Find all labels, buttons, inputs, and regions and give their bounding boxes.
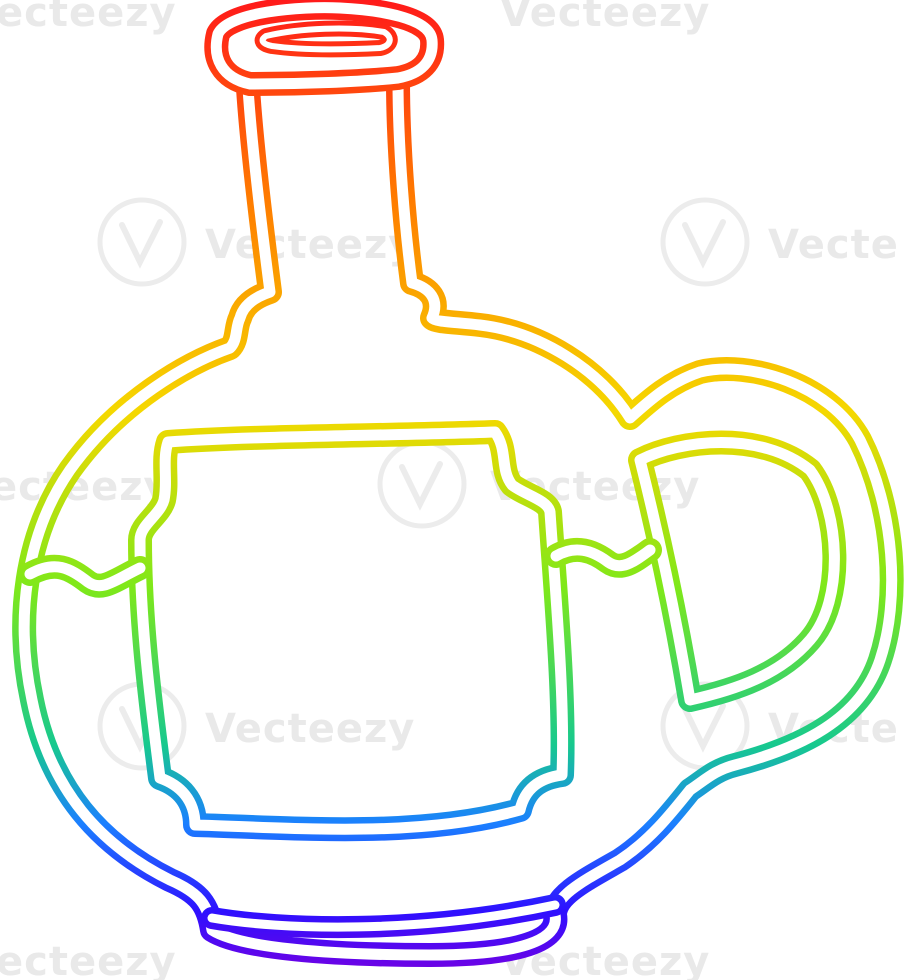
watermark-text-right: Vecte bbox=[768, 222, 899, 268]
watermark-v-icon bbox=[682, 703, 726, 753]
watermark-logo-icon bbox=[377, 439, 467, 529]
watermark-logo-icon bbox=[660, 197, 750, 287]
watermark-text-left: ecteezy bbox=[0, 464, 171, 510]
watermark-text: Vecteezy bbox=[205, 706, 415, 752]
watermark-v-icon bbox=[119, 219, 163, 269]
watermark-logo-icon bbox=[97, 197, 187, 287]
bottle-outline bbox=[12, 0, 904, 967]
watermark-text-top-left: ecteezy bbox=[0, 0, 177, 36]
watermark-text: Vecteezy bbox=[205, 222, 415, 268]
watermark-v-icon bbox=[682, 219, 726, 269]
watermark-text-top: Vecteezy bbox=[500, 0, 710, 36]
watermark-v-icon bbox=[399, 461, 443, 511]
watermark-text-bottom-left: ecteezy bbox=[0, 939, 177, 980]
